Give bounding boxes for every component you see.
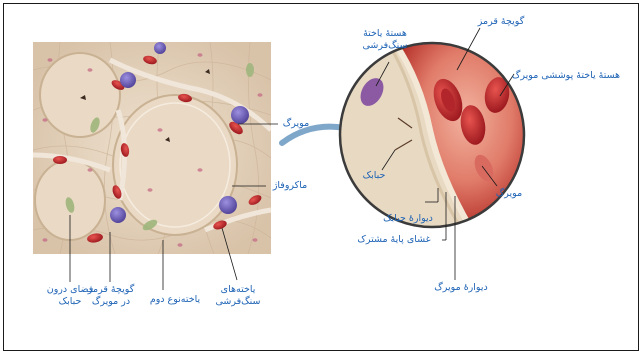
- label-alveolar-wall: دیوارهٔ حبابک: [372, 213, 444, 225]
- tissue-block: [33, 42, 271, 254]
- label-capillary-right: مویرگ: [488, 188, 530, 200]
- label-squamous-nucleus: هستهٔ یاختهٔ سنگ‌فرشی: [348, 28, 422, 52]
- label-basement-membrane: غشای پایهٔ مشترک: [346, 234, 442, 246]
- label-type2-cell: یاخته‌نوع دوم: [140, 294, 210, 306]
- label-squamous-cells: یاخته‌های سنگ‌فرشی: [212, 284, 264, 308]
- label-capillary-left: مویرگ: [278, 118, 314, 130]
- label-alveolus: حبابک: [354, 170, 394, 182]
- label-rbc-in-capillary: گویچهٔ قرمز در مویرگ: [82, 284, 140, 308]
- label-red-blood-cell: گویچهٔ قرمز: [468, 16, 534, 28]
- label-endothelial-nucleus: هستهٔ یاختهٔ پوششی مویرگ: [496, 70, 636, 82]
- label-macrophage: ماکروفاژ: [264, 180, 316, 192]
- label-capillary-wall: دیوارهٔ مویرگ: [428, 282, 494, 294]
